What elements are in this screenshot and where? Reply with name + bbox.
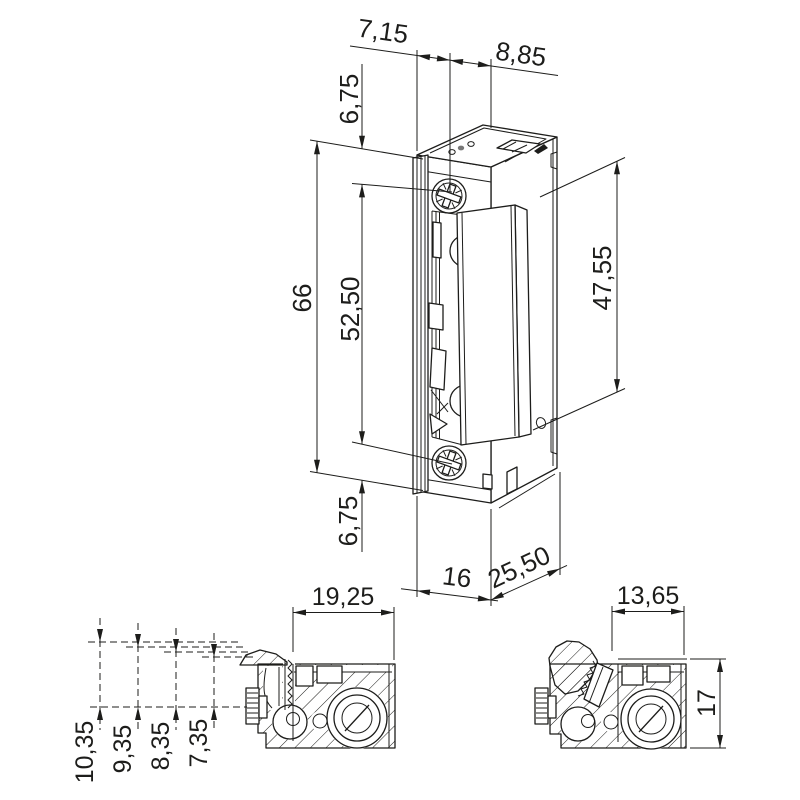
mounting-screw-top: [431, 178, 467, 214]
top-connector-block: [496, 139, 541, 154]
dim-label-offset-bottom: 6,75: [333, 496, 363, 547]
front-view-object: [412, 124, 558, 509]
section-hole-small: [603, 714, 619, 730]
front-view: 7,15 8,85 6,75 66 52,50 6,75: [287, 13, 626, 606]
lock-cylinder: [620, 688, 682, 750]
dim-label-depth-2: 9,35: [109, 725, 137, 774]
dim-label-top-left: 7,15: [356, 13, 410, 50]
bottom-left-object: [239, 649, 396, 749]
bottom-left-dimensions: 19,25 10,35 9,35 8,35 7,35: [71, 583, 395, 784]
dim-label-body-height: 47,55: [587, 245, 617, 310]
body-hole: [535, 417, 547, 429]
bottom-left-section-view: 19,25 10,35 9,35 8,35 7,35: [71, 583, 396, 784]
dim-label-depth-1: 10,35: [71, 721, 99, 784]
keeper-closed: [239, 649, 288, 666]
dim-label-top-right: 8,85: [494, 36, 548, 73]
dim-label-screw-spacing: 52,50: [335, 276, 365, 341]
dim-label-offset-top: 6,75: [334, 74, 364, 125]
bottom-right-dimensions: 13,65 17: [611, 582, 726, 749]
dim-label-width: 16: [441, 560, 473, 593]
dim-label-section-width: 19,25: [312, 583, 375, 611]
strike-keeper-face: [456, 204, 520, 446]
latch-tab: [428, 302, 444, 331]
bottom-right-object: [534, 640, 687, 750]
adjustment-screw-left: [245, 687, 268, 725]
dim-label-depth: 25,50: [483, 540, 555, 595]
adjustment-screw-right: [534, 687, 557, 725]
dim-label-depth-3: 8,35: [147, 722, 175, 771]
keeper-open: [548, 640, 599, 695]
body-top-face: [416, 124, 558, 168]
bottom-right-section-view: 13,65 17: [534, 582, 726, 750]
dim-label-section-height: 17: [693, 689, 721, 717]
dim-label-total-height: 66: [287, 284, 317, 313]
body-foot-tab: [506, 466, 518, 495]
dim-label-latch-width: 13,65: [617, 582, 680, 610]
lock-cylinder: [326, 687, 388, 749]
dim-label-depth-4: 7,35: [185, 719, 213, 768]
